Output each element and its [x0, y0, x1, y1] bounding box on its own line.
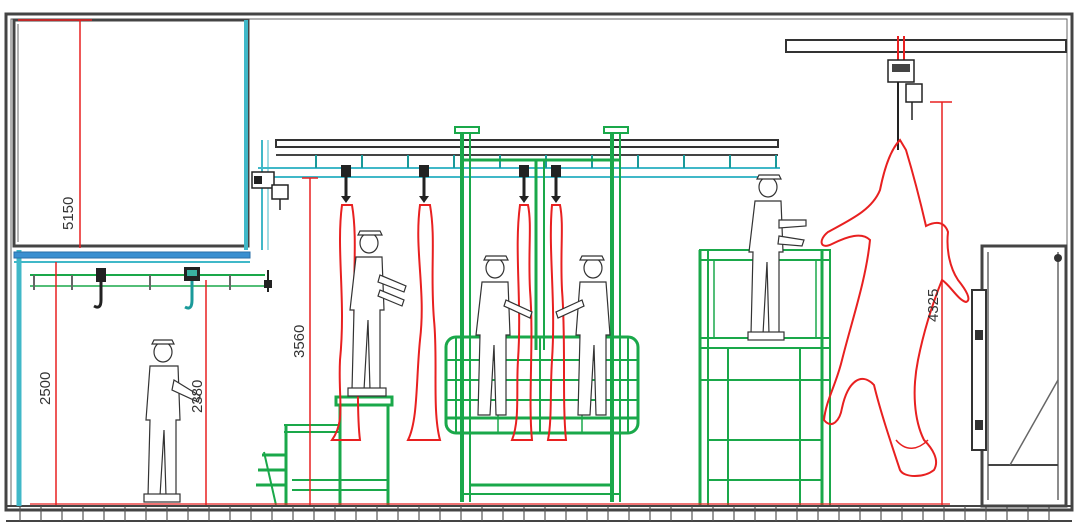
carcass-hook-trolley: [419, 165, 429, 203]
dim-label-rail-height-right: 4325: [925, 289, 942, 322]
dimension-hook-height-left: 2380: [189, 280, 207, 505]
worker-stair-platform: [347, 230, 407, 397]
left-overhead-rail: [13, 251, 265, 290]
left-hook-trolley-1: [93, 268, 106, 309]
dim-label-rail-height-left: 2500: [37, 372, 54, 405]
dimension-rail-height-right: 4325: [925, 101, 952, 505]
left-hook-trolley-2: [184, 267, 200, 310]
carcass-hoist: [887, 59, 923, 150]
dimension-rail-height-left: 2500: [37, 262, 57, 505]
carcass-hook-trolley: [551, 165, 561, 203]
splitting-platform-cage: [444, 335, 640, 435]
stand-platform-right: [698, 249, 831, 505]
dimension-ceiling-height: 5150: [18, 19, 92, 248]
worker-right-platform: [747, 174, 807, 341]
dim-label-hook-height-left: 2380: [189, 380, 206, 413]
whole-carcass: [820, 138, 970, 477]
right-overhead-rail: [785, 36, 1067, 60]
half-carcass-3: [510, 204, 534, 441]
carcass-hook-trolley: [341, 165, 351, 203]
middle-rail-hoist: [251, 171, 289, 210]
left-room-wall: [12, 18, 250, 506]
half-carcass-2: [406, 204, 442, 441]
splitting-platform-frame: [454, 126, 629, 502]
carcass-hook-trolley: [519, 165, 529, 203]
half-carcass-4: [546, 204, 568, 441]
worker-left-floor: [143, 339, 201, 503]
dim-label-ceiling-height: 5150: [60, 197, 77, 230]
exit-gate: [971, 244, 1068, 508]
worker-platform-right: [555, 255, 611, 416]
stair-platform-left: [256, 395, 394, 506]
dimension-rail-height-middle: 3560: [291, 177, 318, 505]
floor: [6, 505, 1072, 522]
dim-label-rail-height-middle: 3560: [291, 325, 308, 358]
middle-overhead-rail: [258, 139, 780, 250]
floor-grating: [19, 506, 1050, 521]
left-hook-trolley-3: [264, 270, 272, 292]
middle-rail-hooks: [341, 165, 561, 203]
worker-platform-left: [475, 255, 533, 416]
